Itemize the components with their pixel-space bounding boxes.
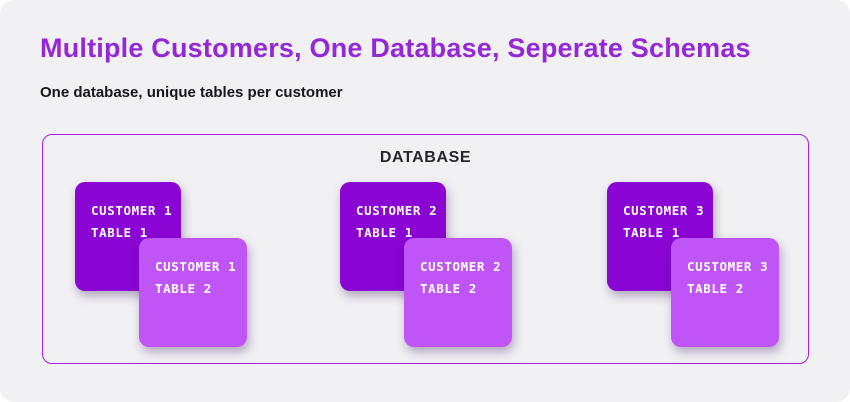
card-line-table: TABLE 2 bbox=[687, 281, 744, 296]
card-line-table: TABLE 1 bbox=[623, 225, 680, 240]
card-line-table: TABLE 1 bbox=[356, 225, 413, 240]
customer-1-table-1-card: CUSTOMER 1 TABLE 1 bbox=[75, 182, 181, 291]
page-title: Multiple Customers, One Database, Sepera… bbox=[40, 33, 751, 63]
card-line-customer: CUSTOMER 1 bbox=[91, 203, 173, 218]
card-line-customer: CUSTOMER 2 bbox=[356, 203, 438, 218]
customer-2-group: CUSTOMER 2 TABLE 1 CUSTOMER 2 TABLE 2 bbox=[340, 182, 512, 348]
card-line-customer: CUSTOMER 1 bbox=[155, 259, 237, 274]
card-line-customer: CUSTOMER 3 bbox=[623, 203, 705, 218]
database-label: DATABASE bbox=[379, 149, 472, 166]
card-line-customer: CUSTOMER 3 bbox=[687, 259, 769, 274]
customer-1-group: CUSTOMER 1 TABLE 1 CUSTOMER 1 TABLE 2 bbox=[75, 182, 247, 348]
card-line-customer: CUSTOMER 2 bbox=[420, 259, 502, 274]
customer-2-table-2-card: CUSTOMER 2 TABLE 2 bbox=[404, 238, 512, 347]
customer-3-table-2-card: CUSTOMER 3 TABLE 2 bbox=[671, 238, 779, 347]
customer-1-table-2-card: CUSTOMER 1 TABLE 2 bbox=[139, 238, 247, 347]
card-line-table: TABLE 1 bbox=[91, 225, 148, 240]
page-subtitle: One database, unique tables per customer bbox=[40, 84, 343, 101]
customer-3-group: CUSTOMER 3 TABLE 1 CUSTOMER 3 TABLE 2 bbox=[607, 182, 779, 348]
card-line-table: TABLE 2 bbox=[155, 281, 212, 296]
card-line-table: TABLE 2 bbox=[420, 281, 477, 296]
database-container: DATABASE CUSTOMER 1 TABLE 1 CUSTOMER 1 T… bbox=[42, 134, 809, 364]
